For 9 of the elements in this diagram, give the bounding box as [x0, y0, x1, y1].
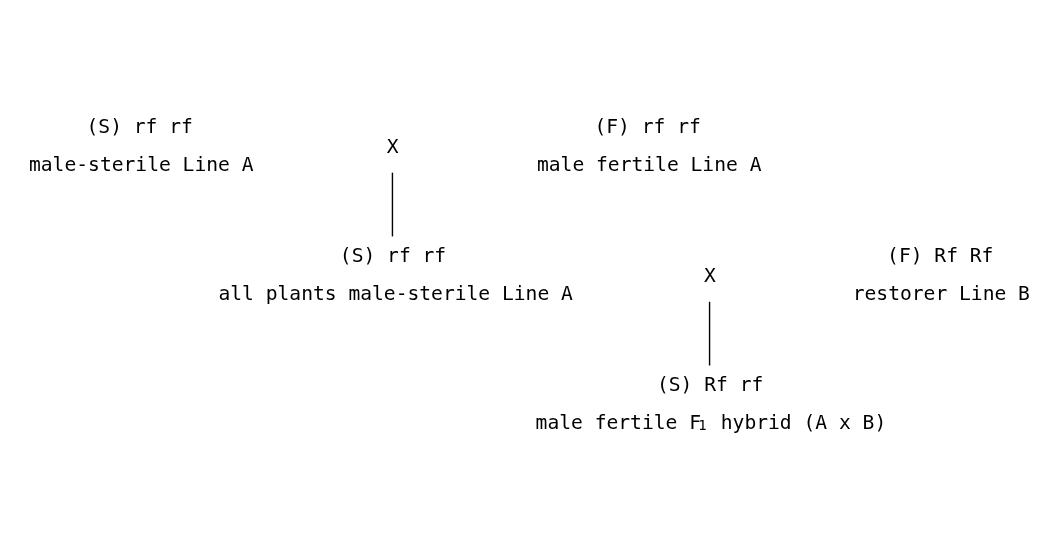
node-text: (S) rf rf all plants male-sterile Line A	[218, 244, 573, 306]
node-text: (S) rf rf male-sterile Line A	[29, 115, 254, 177]
node-text: (S) Rf rf male fertile F1 hybrid (A x B)	[535, 373, 887, 435]
node-text: (F) rf rf male fertile Line A	[536, 115, 762, 177]
connector	[708, 301, 711, 367]
node-text: (F) Rf Rf restorer Line B	[852, 244, 1030, 306]
node-text: X	[386, 134, 399, 158]
node-text: X	[703, 263, 716, 287]
connector	[391, 171, 394, 238]
